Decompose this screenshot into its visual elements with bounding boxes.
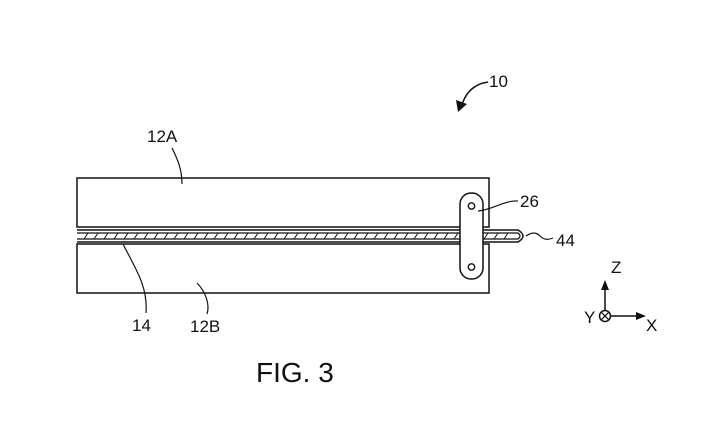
strip-hatch-line xyxy=(243,232,249,240)
strip-hatch-line xyxy=(403,232,409,240)
clip-body xyxy=(459,192,484,280)
coordinate-axes: Z Y X xyxy=(584,258,657,335)
strip-hatch-line xyxy=(433,232,439,240)
reference-10-callout: 10 xyxy=(456,72,508,112)
label-26-leader xyxy=(477,200,519,212)
label-14-leader xyxy=(122,243,147,314)
label-12b-callout: 12B xyxy=(190,282,220,336)
strip-hatch-line xyxy=(123,232,129,240)
strip-hatch-line xyxy=(283,232,289,240)
label-14: 14 xyxy=(132,316,151,335)
strip-hatch-line xyxy=(293,232,299,240)
y-axis-cross-b xyxy=(600,311,610,321)
label-26: 26 xyxy=(520,192,539,211)
strip-hatch-line xyxy=(263,232,269,240)
strip-hatching xyxy=(83,232,509,240)
strip-hatch-line xyxy=(353,232,359,240)
strip-hatch-line xyxy=(113,232,119,240)
axis-label-z: Z xyxy=(611,258,621,277)
strip-hatch-line xyxy=(133,232,139,240)
strip-hatch-line xyxy=(173,232,179,240)
strip-hatch-line xyxy=(213,232,219,240)
strip-hatch-line xyxy=(423,232,429,240)
strip-hatch-line xyxy=(483,232,489,240)
strip-hatch-line xyxy=(313,232,319,240)
clip-26 xyxy=(459,192,484,280)
label-12b-leader xyxy=(196,282,209,315)
strip-outer-outline xyxy=(77,229,524,243)
label-12a: 12A xyxy=(147,127,178,146)
upper-plate-12a xyxy=(76,177,490,228)
strip-hatch-line xyxy=(203,232,209,240)
strip-hatch-line xyxy=(183,232,189,240)
axis-label-x: X xyxy=(646,316,657,335)
label-10: 10 xyxy=(489,72,508,91)
strip-hatch-line xyxy=(163,232,169,240)
strip-hatch-line xyxy=(393,232,399,240)
label-26-callout: 26 xyxy=(477,192,539,212)
strip-hatch-line xyxy=(83,232,89,240)
clip-lower-hole xyxy=(467,263,476,271)
label-44-leader xyxy=(525,232,554,240)
strip-14 xyxy=(77,229,524,243)
strip-hatch-line xyxy=(193,232,199,240)
strip-hatch-line xyxy=(253,232,259,240)
strip-hatch-line xyxy=(493,232,499,240)
strip-hatch-line xyxy=(323,232,329,240)
strip-hatch-line xyxy=(413,232,419,240)
label-44: 44 xyxy=(556,231,575,250)
label-12a-leader xyxy=(171,147,183,185)
label-14-callout: 14 xyxy=(122,243,151,335)
strip-hatch-line xyxy=(93,232,99,240)
strip-hatch-line xyxy=(453,232,459,240)
figure-caption: FIG. 3 xyxy=(256,357,334,388)
axis-label-y: Y xyxy=(584,308,595,327)
strip-hatch-line xyxy=(343,232,349,240)
strip-hatch-line xyxy=(153,232,159,240)
x-axis-arrowhead xyxy=(636,312,646,320)
strip-hatch-line xyxy=(443,232,449,240)
strip-hatch-line xyxy=(303,232,309,240)
strip-hatch-line xyxy=(333,232,339,240)
label-12a-callout: 12A xyxy=(147,127,183,185)
strip-hatch-line xyxy=(273,232,279,240)
label-44-callout: 44 xyxy=(525,231,575,250)
strip-hatch-line xyxy=(363,232,369,240)
lower-plate-12b xyxy=(76,243,490,294)
strip-hatch-line xyxy=(233,232,239,240)
strip-hatch-line xyxy=(103,232,109,240)
strip-hatch-line xyxy=(143,232,149,240)
strip-hatch-line xyxy=(373,232,379,240)
clip-upper-hole xyxy=(467,202,476,210)
strip-hatch-line xyxy=(503,232,509,240)
reference-10-arrowhead xyxy=(456,100,467,112)
z-axis-arrowhead xyxy=(601,280,609,290)
strip-hatch-line xyxy=(223,232,229,240)
strip-inner-outline xyxy=(77,232,521,240)
strip-hatch-line xyxy=(383,232,389,240)
label-12b: 12B xyxy=(190,317,220,336)
